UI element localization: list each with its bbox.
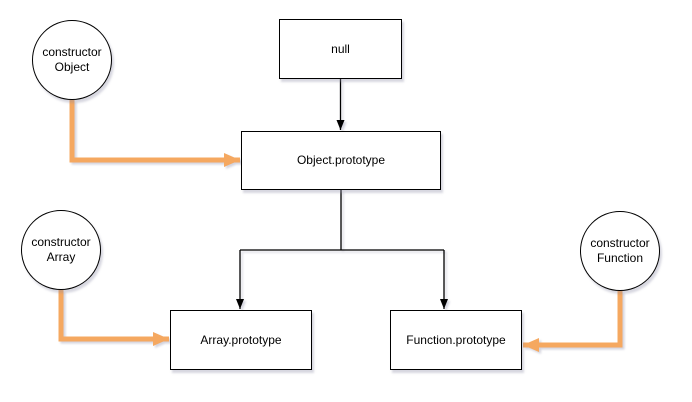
edge-constructor-function-to-function-prototype <box>523 291 623 352</box>
node-constructor-array: constructor Array <box>21 210 101 290</box>
constructor-function-label: constructor Function <box>590 236 650 265</box>
object-prototype-label: Object.prototype <box>296 153 386 167</box>
node-constructor-object: constructor Object <box>32 20 112 100</box>
array-prototype-label: Array.prototype <box>200 332 282 347</box>
null-label: null <box>331 41 350 56</box>
node-constructor-function: constructor Function <box>580 211 660 291</box>
function-prototype-label: Function.prototype <box>406 332 506 347</box>
node-array-prototype: Array.prototype <box>170 310 312 370</box>
constructor-array-label: constructor Array <box>31 235 91 264</box>
edge-constructor-array-to-array-prototype <box>58 290 169 346</box>
constructor-object-label: constructor Object <box>42 45 102 74</box>
edge-constructor-object-to-object-prototype <box>69 100 240 167</box>
node-object-prototype: Object.prototype <box>241 131 441 190</box>
node-function-prototype: Function.prototype <box>390 310 522 370</box>
node-null: null <box>279 19 402 79</box>
